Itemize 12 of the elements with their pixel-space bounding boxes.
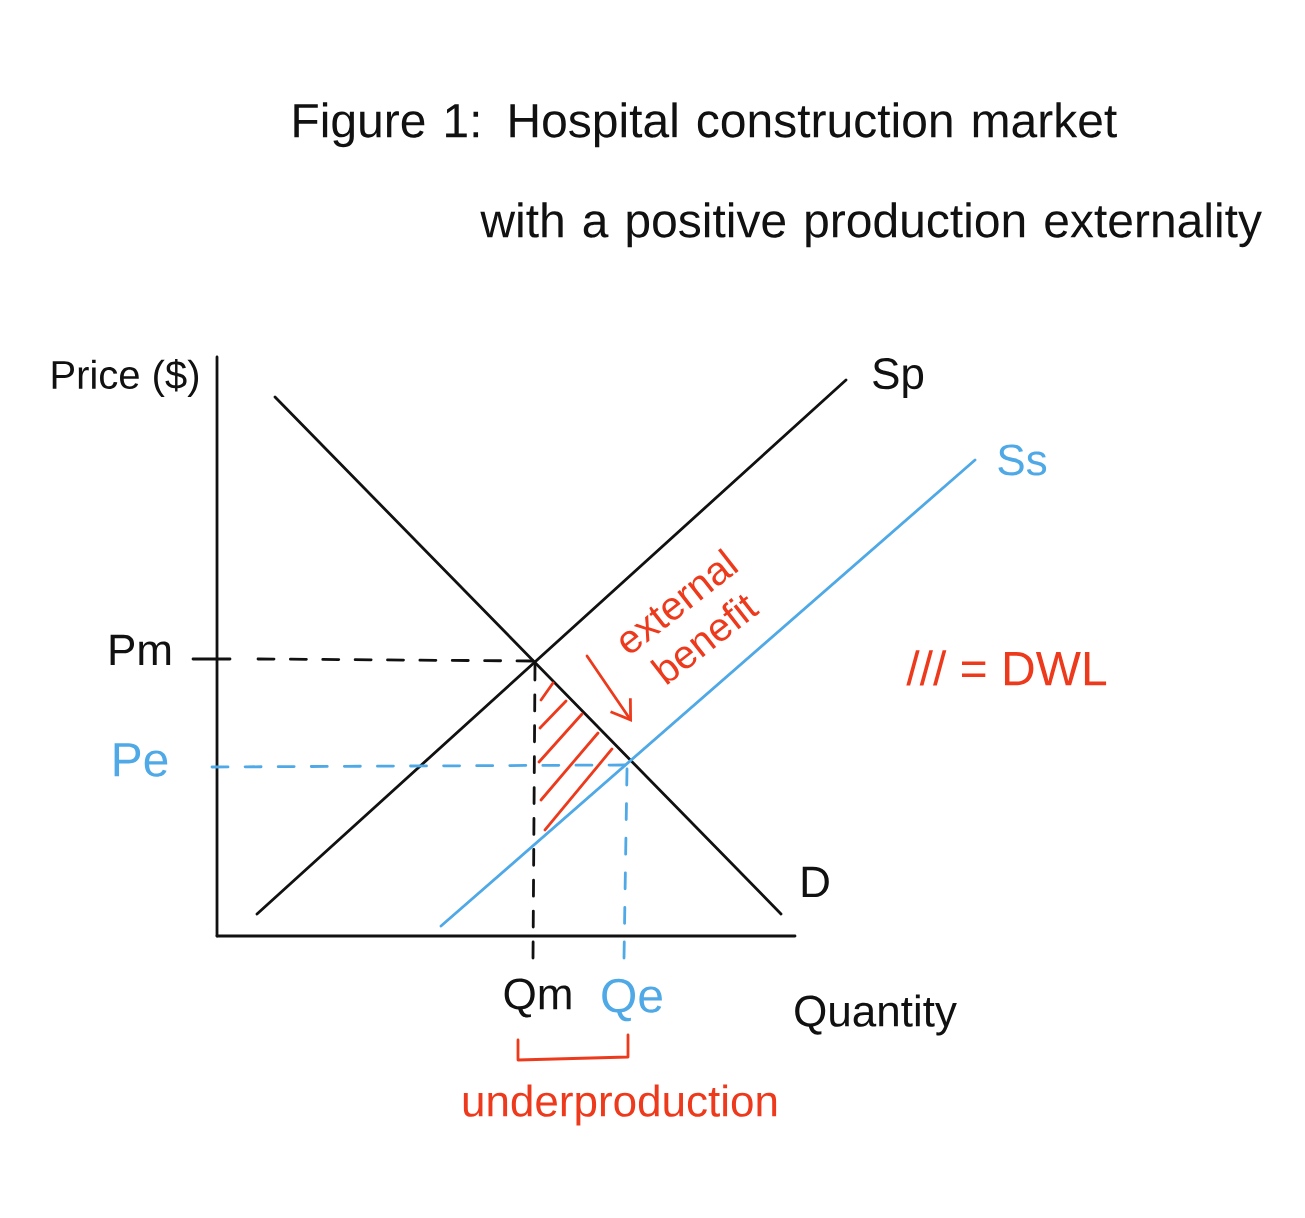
axis-title: Quantity: [795, 994, 957, 1036]
price-label: Pm: [110, 634, 171, 666]
bracket-label: underproduction: [463, 1084, 777, 1126]
curve-label: Ss: [998, 444, 1047, 476]
price-label: Pe: [114, 743, 168, 777]
quantity-label: Qe: [602, 978, 662, 1022]
curve-label: Sp: [873, 358, 924, 398]
curve-label: D: [802, 866, 829, 898]
axis-title: Price ($): [52, 359, 199, 397]
quantity-label: Qm: [504, 978, 571, 1018]
dwl-key: /// = DWL: [906, 650, 1107, 686]
title: Figure 1: Hospital construction market with a positive production externality: [294, 102, 1262, 248]
